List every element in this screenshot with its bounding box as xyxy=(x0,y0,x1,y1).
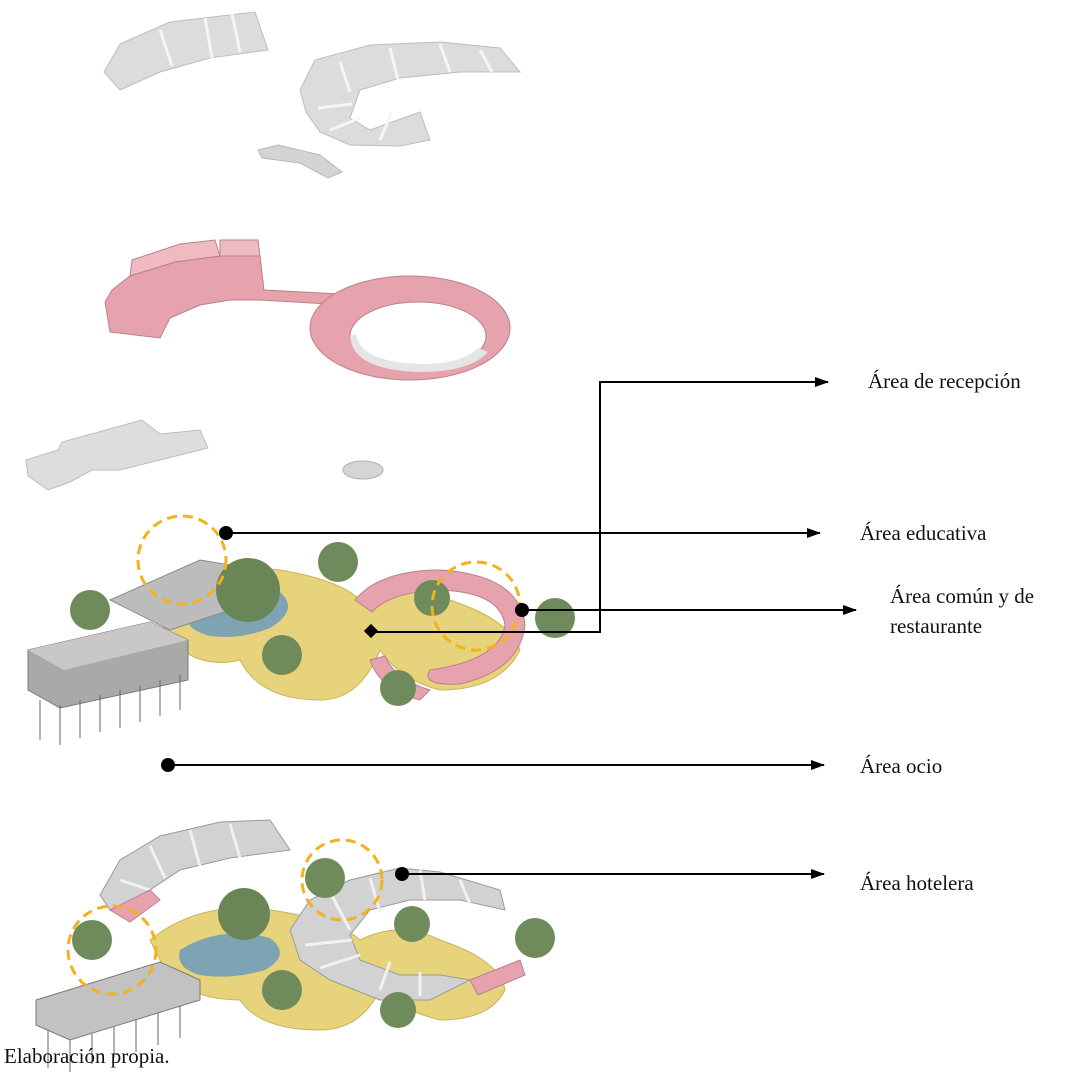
tree-lower-3 xyxy=(305,858,345,898)
label-educativa: Área educativa xyxy=(860,520,987,546)
label-ocio: Área ocio xyxy=(860,753,942,779)
roof-strip xyxy=(258,145,342,178)
label-comun-line1: Área común y de xyxy=(890,583,1034,609)
ocio-building xyxy=(36,962,200,1040)
dot-ocio xyxy=(161,758,175,772)
tree-lower-5 xyxy=(262,970,302,1010)
tree-4 xyxy=(262,635,302,675)
tree-3 xyxy=(318,542,358,582)
label-recepcion: Área de recepción xyxy=(868,368,1021,394)
label-comun-line2: restaurante xyxy=(890,613,982,639)
tree-5 xyxy=(380,670,416,706)
dot-comun xyxy=(515,603,529,617)
tree-lower-2 xyxy=(218,888,270,940)
upper-floor-layer xyxy=(36,820,555,1072)
tree-lower-7 xyxy=(515,918,555,958)
tree-lower-6 xyxy=(380,992,416,1028)
tree-lower-1 xyxy=(72,920,112,960)
ground-slab-circle xyxy=(343,461,383,479)
tree-1 xyxy=(70,590,110,630)
dot-hotelera xyxy=(395,867,409,881)
lower-floor-layer xyxy=(28,542,575,745)
ground-slab-left xyxy=(26,420,208,490)
roof-panels-layer xyxy=(104,12,520,178)
ground-slab-layer xyxy=(26,420,383,490)
roof-panel-arc-left xyxy=(104,12,268,90)
tree-lower-4 xyxy=(394,906,430,942)
dot-educativa xyxy=(219,526,233,540)
figure-caption: Elaboración propia. xyxy=(4,1044,170,1069)
walls-layer xyxy=(105,240,510,380)
label-hotelera: Área hotelera xyxy=(860,870,974,896)
